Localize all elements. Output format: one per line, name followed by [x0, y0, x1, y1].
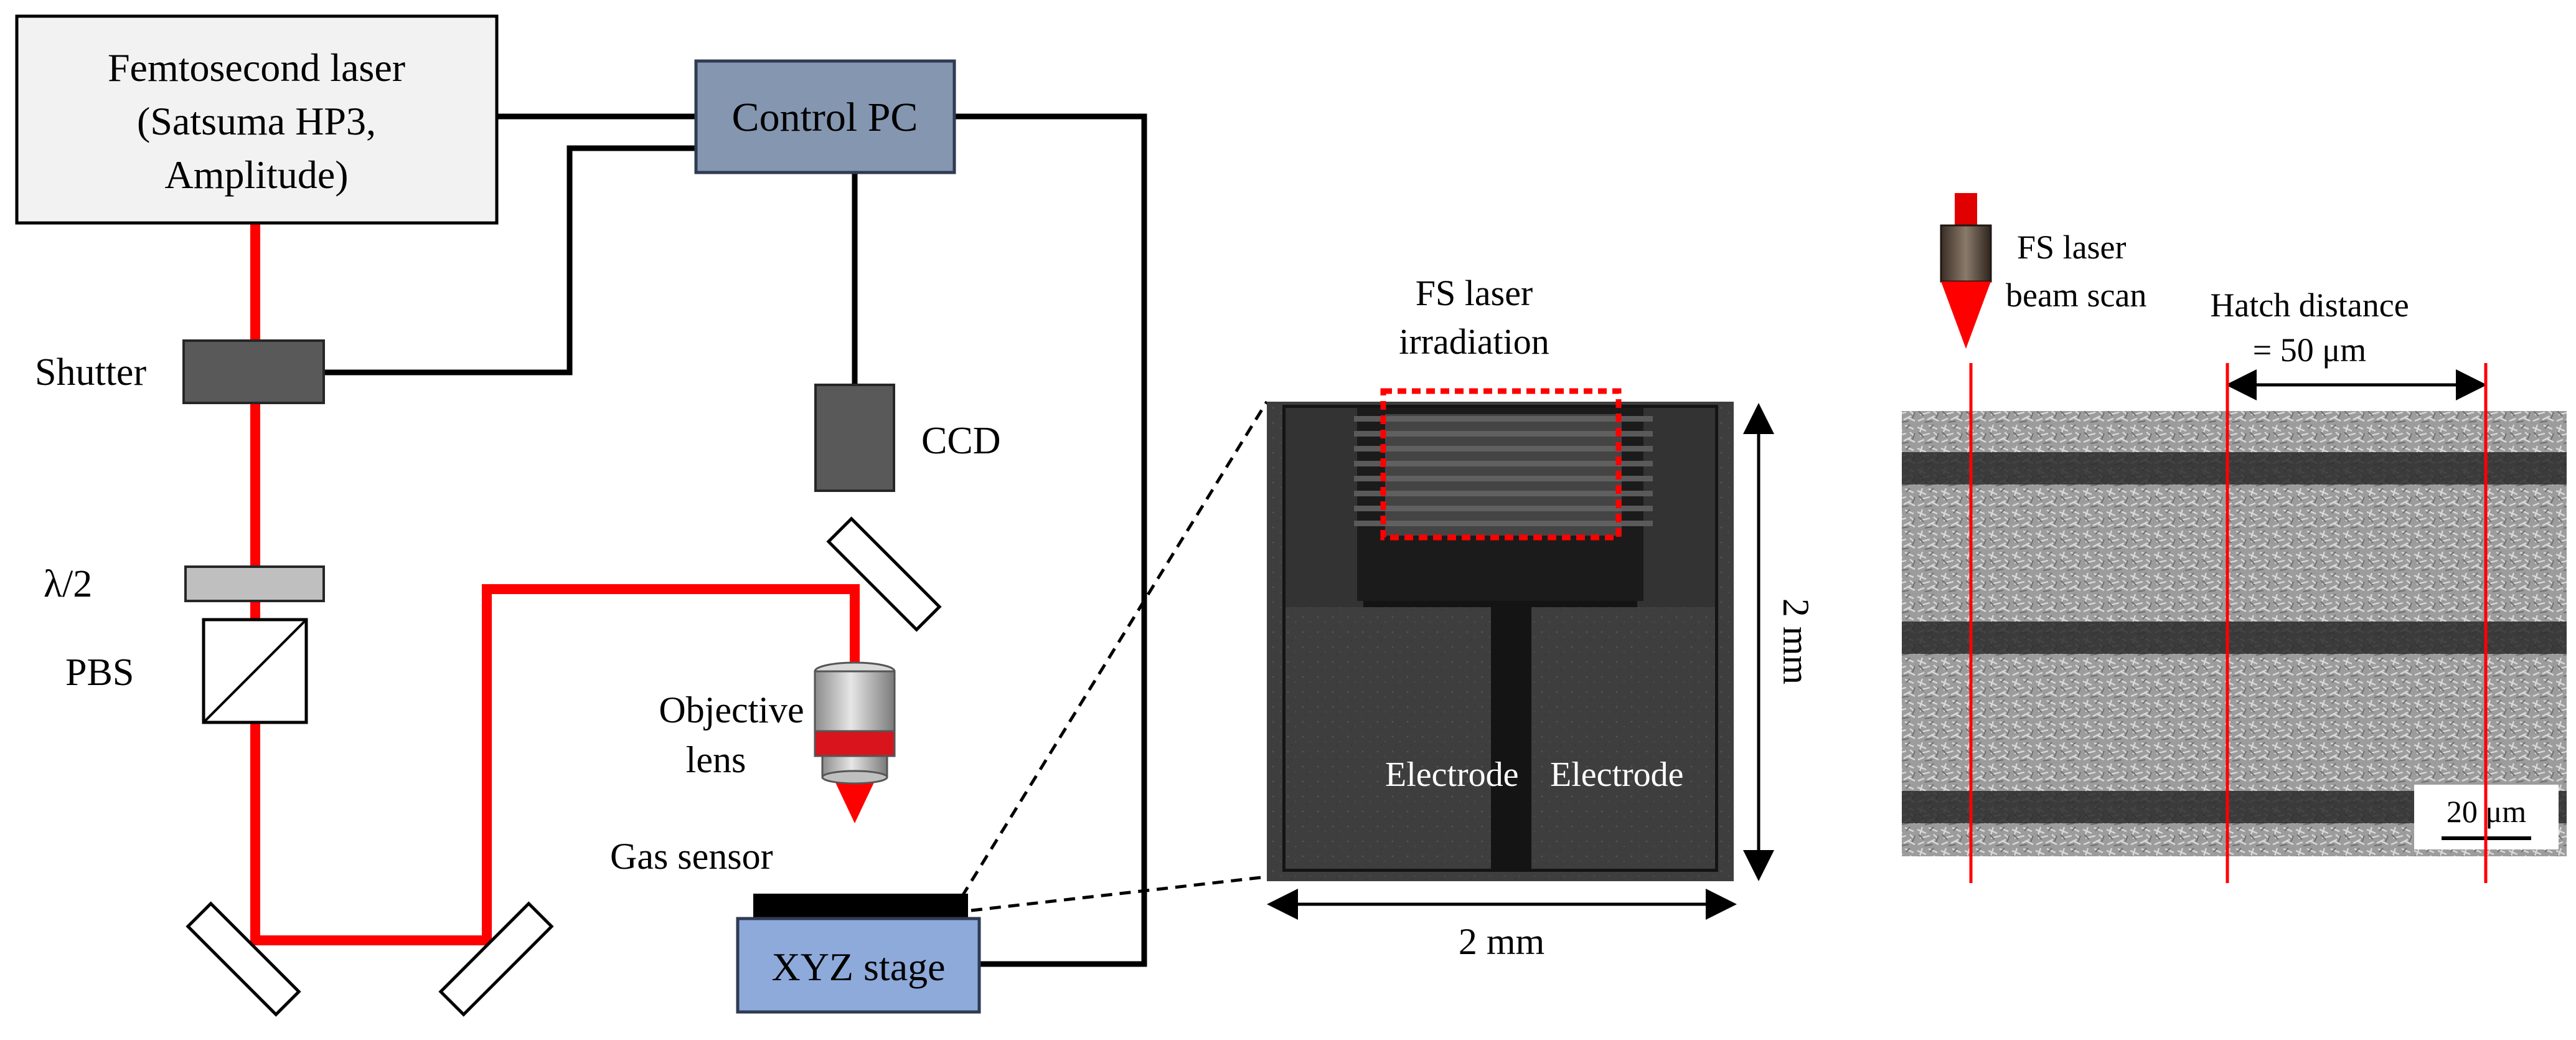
wire-pc-stage [954, 113, 1147, 967]
scan-track [1902, 452, 2567, 485]
gas-sensor: Gas sensor [610, 836, 968, 919]
ccd-label: CCD [921, 420, 1000, 462]
gas-sensor-label: Gas sensor [610, 836, 773, 877]
laser-beam-path [250, 223, 860, 945]
ccd-camera: CCD [814, 384, 1000, 492]
electrode-pad-right [1531, 607, 1715, 869]
scan-track [1902, 622, 2567, 654]
xyz-stage: XYZ stage [736, 917, 981, 1014]
mirror-icon [438, 901, 554, 1017]
laser-label-line1: Femtosecond laser [108, 45, 405, 90]
beam-arrowhead [833, 777, 877, 823]
height-label: 2 mm [1775, 598, 1817, 684]
irradiation-region [1380, 388, 1622, 541]
pbs-label: PBS [65, 651, 134, 694]
surface-panel: FS laser beam scan Hatch distance = 50 μ… [1902, 193, 2567, 883]
irradiation-label-line1: FS laser [1416, 273, 1533, 313]
laser-label-line3: Amplitude) [164, 153, 348, 197]
mirror-icon [826, 516, 942, 632]
optical-setup-panel: Femtosecond laser (Satsuma HP3, Amplitud… [15, 14, 1269, 1017]
objective-lens-icon: Objective lens [659, 661, 896, 785]
objective-label-line2: lens [686, 739, 746, 780]
control-pc: Control PC [694, 59, 956, 174]
zoom-connector-bottom [971, 875, 1267, 912]
sensor-sem-image: Electrode Electrode [1267, 402, 1734, 881]
shutter-label: Shutter [35, 351, 146, 394]
femtosecond-laser: Femtosecond laser (Satsuma HP3, Amplitud… [15, 14, 499, 225]
pbs-cube-icon: PBS [65, 618, 308, 724]
electrode-label-right: Electrode [1550, 755, 1684, 794]
half-wave-plate: λ/2 [44, 563, 325, 605]
xyz-stage-label: XYZ stage [771, 945, 945, 989]
scan-label-line2: beam scan [2006, 277, 2146, 314]
width-label: 2 mm [1459, 921, 1544, 962]
electrode-label-left: Electrode [1385, 755, 1519, 794]
electrode-pad-left [1286, 607, 1491, 869]
control-wires [324, 113, 1147, 967]
scan-label-line1: FS laser [2017, 229, 2127, 266]
control-pc-label: Control PC [732, 95, 918, 140]
irradiation-label-line2: irradiation [1399, 321, 1549, 362]
waveplate-label: λ/2 [44, 563, 92, 605]
shutter: Shutter [35, 339, 325, 404]
objective-label-line1: Objective [659, 689, 804, 730]
laser-label-line2: (Satsuma HP3, [137, 99, 376, 143]
surface-sem-image: 20 μm [1902, 411, 2567, 856]
hatch-label-line2: = 50 μm [2253, 331, 2366, 369]
wire-shutter-pc [324, 145, 696, 376]
sensor-image-panel: FS laser irradiation [1267, 273, 1817, 962]
mirror-icon [186, 901, 301, 1017]
laser-nozzle-icon [1940, 193, 1992, 349]
hatch-label-line1: Hatch distance [2210, 286, 2409, 324]
zoom-connector-top [960, 400, 1269, 898]
